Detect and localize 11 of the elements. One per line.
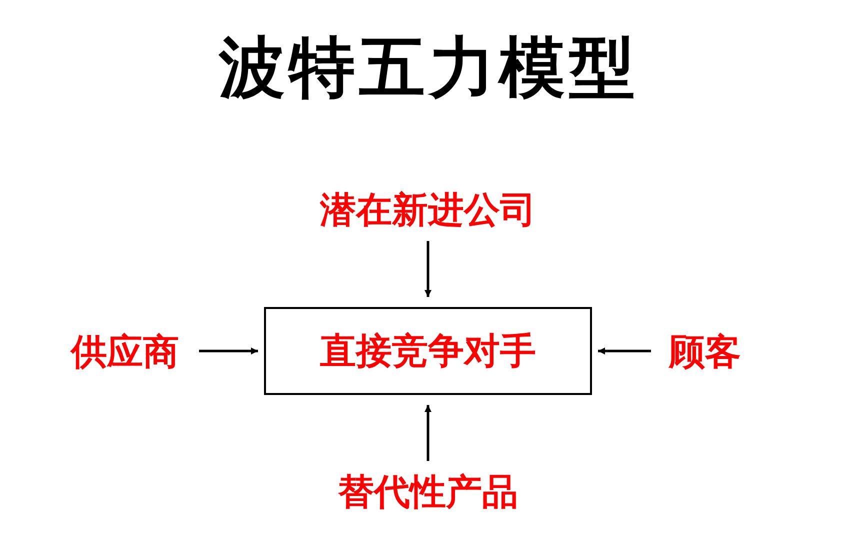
force-label: 替代性产品: [315, 467, 541, 517]
box-label: 直接竞争对手: [320, 330, 536, 374]
title: 波特五力模型: [218, 28, 640, 108]
arrow: [424, 405, 432, 461]
arrow: [598, 348, 651, 354]
arrow: [424, 241, 432, 297]
force-label: 顾客: [655, 327, 755, 377]
force-label: 潜在新进公司: [290, 185, 566, 235]
arrow: [199, 348, 258, 354]
process-box: [264, 307, 592, 395]
force-label: 供应商: [55, 327, 195, 377]
